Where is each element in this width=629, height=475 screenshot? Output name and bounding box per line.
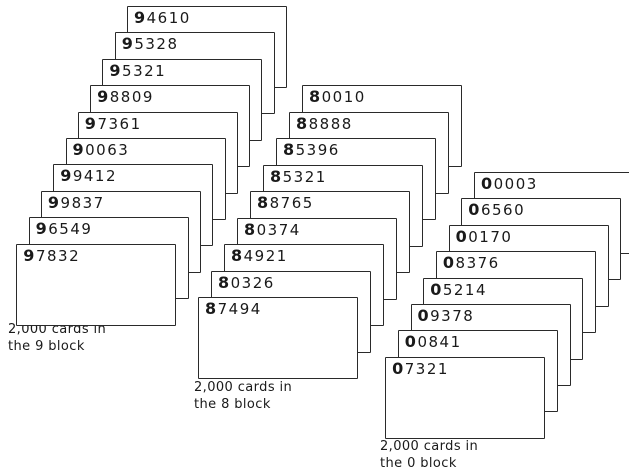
card-number: 95328 [121,34,179,54]
caption-9-block: 2,000 cards in the 9 block [8,321,106,355]
card-number: 97832 [23,245,81,265]
punch-card-0-8: 07321 [385,356,546,439]
card-number: 08376 [442,253,500,273]
caption-8-line1: 2,000 cards in [194,380,293,395]
caption-0-line2: the 0 block [380,456,457,471]
card-number: 85321 [270,166,327,186]
card-number: 09378 [417,306,475,326]
punch-card-9-10: 97832 [16,243,177,326]
card-number: 00003 [481,174,538,194]
card-number: 80010 [309,87,366,107]
card-number: 85396 [283,140,340,160]
card-number: 97361 [84,113,142,133]
card-number: 88888 [296,113,353,133]
card-number: 07321 [392,358,449,378]
card-number: 87494 [205,299,262,319]
caption-0-block: 2,000 cards in the 0 block [380,438,478,472]
card-number: 99837 [47,192,105,212]
card-number: 94610 [134,8,191,28]
caption-9-line1: 2,000 cards in [8,322,107,337]
punch-card-8-9: 87494 [198,297,358,379]
caption-8-block: 2,000 cards in the 8 block [194,379,292,413]
card-number: 05214 [430,279,488,299]
card-number: 98809 [97,87,154,107]
card-number: 84921 [231,246,288,266]
caption-8-line2: the 8 block [194,397,271,412]
card-number: 00841 [404,332,462,352]
card-number: 80326 [218,272,275,292]
card-number: 99412 [60,166,118,186]
card-number: 96549 [35,219,93,239]
caption-9-line2: the 9 block [8,339,85,354]
card-number: 80374 [244,219,301,239]
caption-0-line1: 2,000 cards in [380,439,479,454]
card-number: 00170 [455,226,513,246]
card-number: 06560 [468,200,526,220]
card-number: 95321 [109,60,167,80]
card-number: 88765 [257,193,314,213]
card-number: 90063 [72,140,130,160]
